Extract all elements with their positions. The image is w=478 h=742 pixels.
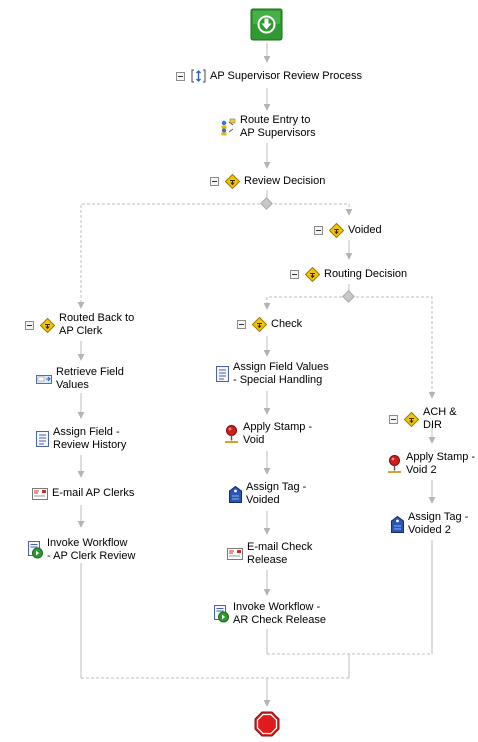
collapse-toggle[interactable] xyxy=(237,320,246,329)
branch-diamond xyxy=(260,197,273,210)
document-icon xyxy=(216,366,229,382)
branch-connector xyxy=(274,203,353,216)
voided-label: Voided xyxy=(348,224,382,236)
email-release-node[interactable]: E-mail Check Release xyxy=(227,541,312,567)
stamp-pin-icon xyxy=(388,454,401,473)
invoke-workflow-icon xyxy=(214,605,229,623)
branch-connector xyxy=(263,296,342,310)
decision-diamond-icon xyxy=(329,223,344,238)
collapse-toggle[interactable] xyxy=(25,320,34,330)
process-brackets-icon xyxy=(191,69,206,83)
email-clerks-label: E-mail AP Clerks xyxy=(52,487,135,499)
decision-diamond-icon xyxy=(305,267,320,282)
retrieve-field-icon xyxy=(36,375,52,384)
invoke-ar-node[interactable]: Invoke Workflow - AR Check Release xyxy=(214,601,326,627)
assign-special-label: Assign Field Values - Special Handling xyxy=(233,361,329,386)
stamp-void2-label: Apply Stamp - Void 2 xyxy=(406,451,476,476)
route-entry-label: Route Entry to AP Supervisors xyxy=(240,114,316,139)
tag-voided-label: Assign Tag - Voided xyxy=(246,481,307,506)
email-release-label: E-mail Check Release xyxy=(247,541,313,566)
decision-diamond-icon xyxy=(40,317,55,333)
decision-diamond-icon xyxy=(252,317,267,332)
collapse-toggle[interactable] xyxy=(389,414,398,424)
invoke-clerk-label: Invoke Workflow - AP Clerk Review xyxy=(47,537,136,562)
collapse-toggle[interactable] xyxy=(314,226,323,235)
tag-icon xyxy=(391,515,404,533)
invoke-clerk-node[interactable]: Invoke Workflow - AP Clerk Review xyxy=(28,537,135,563)
stamp-void2-node[interactable]: Apply Stamp - Void 2 xyxy=(387,451,475,477)
ach-dir-label: ACH & DIR xyxy=(423,406,457,431)
check-node[interactable]: Check xyxy=(237,317,302,332)
tag-voided2-node[interactable]: Assign Tag - Voided 2 xyxy=(391,511,468,537)
route-users-icon xyxy=(221,118,236,136)
invoke-workflow-icon xyxy=(28,541,43,559)
retrieve-values-label: Retrieve Field Values xyxy=(56,366,124,391)
routed-back-label: Routed Back to AP Clerk xyxy=(59,312,135,337)
review-decision-node[interactable]: Review Decision xyxy=(210,174,325,189)
process-node[interactable]: AP Supervisor Review Process xyxy=(176,69,362,83)
retrieve-values-node[interactable]: Retrieve Field Values xyxy=(36,366,124,392)
routing-decision-node[interactable]: Routing Decision xyxy=(290,267,407,282)
invoke-ar-label: Invoke Workflow - AR Check Release xyxy=(233,601,326,626)
collapse-toggle[interactable] xyxy=(176,71,185,81)
collapse-toggle[interactable] xyxy=(290,270,299,279)
branch-connector xyxy=(356,296,436,399)
collapse-toggle[interactable] xyxy=(210,177,219,186)
assign-special-node[interactable]: Assign Field Values - Special Handling xyxy=(216,361,329,387)
check-label: Check xyxy=(271,318,303,330)
email-icon xyxy=(227,548,243,560)
voided-node[interactable]: Voided xyxy=(314,223,382,238)
stamp-pin-icon xyxy=(225,424,238,443)
stop-octagon-icon[interactable] xyxy=(254,711,280,737)
tag-icon xyxy=(229,485,242,503)
branch-diamond xyxy=(342,290,355,303)
assign-history-node[interactable]: Assign Field - Review History xyxy=(36,426,126,452)
assign-history-label: Assign Field - Review History xyxy=(53,426,127,451)
process-label: AP Supervisor Review Process xyxy=(210,69,363,82)
review-decision-label: Review Decision xyxy=(244,175,326,187)
route-entry-node[interactable]: Route Entry to AP Supervisors xyxy=(220,114,316,140)
stamp-void-label: Apply Stamp - Void xyxy=(243,421,313,446)
document-icon xyxy=(36,431,49,447)
email-clerks-node[interactable]: E-mail AP Clerks xyxy=(32,487,134,500)
routing-decision-label: Routing Decision xyxy=(324,268,408,280)
stamp-void-node[interactable]: Apply Stamp - Void xyxy=(224,421,312,447)
ach-dir-node[interactable]: ACH & DIR xyxy=(389,406,478,432)
tag-voided-node[interactable]: Assign Tag - Voided xyxy=(229,481,306,507)
tag-voided2-label: Assign Tag - Voided 2 xyxy=(408,511,469,536)
routed-back-node[interactable]: Routed Back to AP Clerk xyxy=(25,312,134,338)
email-icon xyxy=(32,487,48,500)
start-download-icon[interactable] xyxy=(250,8,283,41)
branch-connector xyxy=(77,203,260,309)
decision-diamond-icon xyxy=(404,411,419,427)
decision-diamond-icon xyxy=(225,174,240,189)
